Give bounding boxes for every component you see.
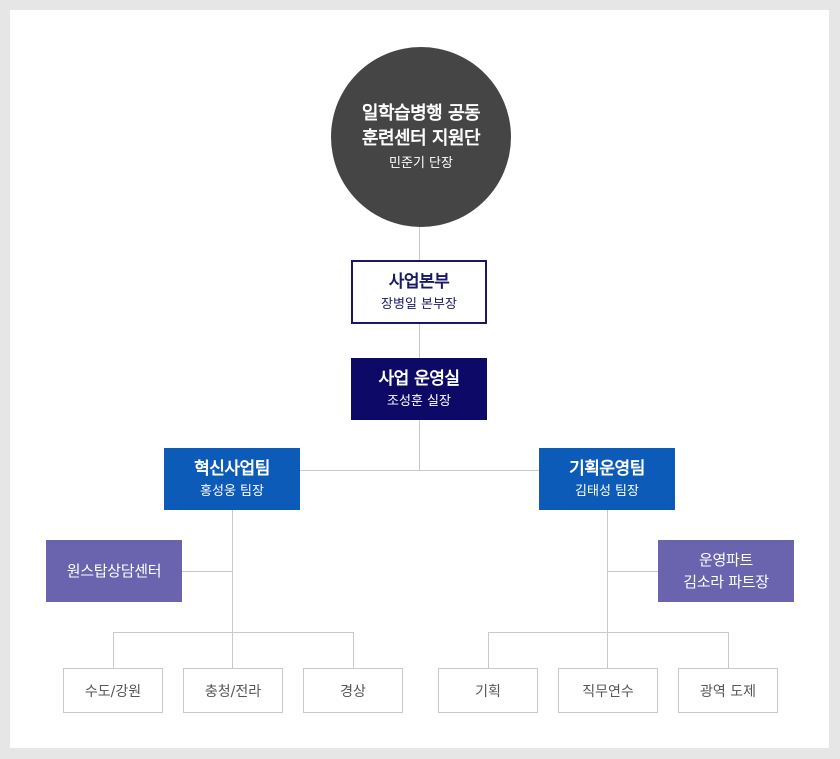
connector-left-leaf-2: [232, 632, 233, 668]
connector-right-side: [607, 571, 658, 572]
hq-title: 사업본부: [388, 271, 450, 292]
connector-right-leaves-horizontal: [488, 632, 728, 633]
connector-left-team-down: [232, 510, 233, 632]
root-title-line2: 훈련센터 지원단: [361, 127, 481, 149]
hq-node: 사업본부 장병일 본부장: [351, 260, 487, 324]
leaf-left-2: 충청/전라: [183, 668, 283, 713]
team-left-person: 홍성웅 팀장: [200, 483, 264, 499]
team-right-title: 기획운영팀: [569, 458, 645, 479]
team-right-person: 김태성 팀장: [575, 483, 639, 499]
connector-left-side: [182, 571, 232, 572]
connector-right-leaf-1: [488, 632, 489, 668]
office-node: 사업 운영실 조성훈 실장: [351, 358, 487, 420]
right-side-label: 운영파트: [698, 551, 753, 569]
root-title-line1: 일학습병행 공동: [361, 102, 481, 124]
connector-left-leaves-horizontal: [113, 632, 353, 633]
connector-root-hq: [419, 227, 420, 260]
root-node: 일학습병행 공동 훈련센터 지원단 민준기 단장: [331, 47, 511, 227]
office-person: 조성훈 실장: [387, 393, 451, 409]
right-side-node: 운영파트 김소라 파트장: [658, 540, 794, 602]
leaf-right-1: 기획: [438, 668, 538, 713]
leaf-left-1: 수도/강원: [63, 668, 163, 713]
team-left-node: 혁신사업팀 홍성웅 팀장: [164, 448, 300, 510]
connector-office-down: [419, 420, 420, 470]
left-side-node: 원스탑상담센터: [46, 540, 182, 602]
right-side-person: 김소라 파트장: [683, 573, 769, 591]
connector-left-leaf-3: [353, 632, 354, 668]
leaf-left-3: 경상: [303, 668, 403, 713]
connector-hq-office: [419, 324, 420, 358]
office-title: 사업 운영실: [378, 368, 460, 389]
connector-right-leaf-3: [728, 632, 729, 668]
connector-team-horizontal: [300, 470, 539, 471]
team-right-node: 기획운영팀 김태성 팀장: [539, 448, 675, 510]
leaf-right-3: 광역 도제: [678, 668, 778, 713]
connector-right-leaf-2: [607, 632, 608, 668]
left-side-label: 원스탑상담센터: [66, 562, 162, 580]
leaf-right-2: 직무연수: [558, 668, 658, 713]
hq-person: 장병일 본부장: [381, 296, 457, 312]
root-person: 민준기 단장: [389, 155, 453, 171]
team-left-title: 혁신사업팀: [194, 458, 270, 479]
connector-left-leaf-1: [113, 632, 114, 668]
